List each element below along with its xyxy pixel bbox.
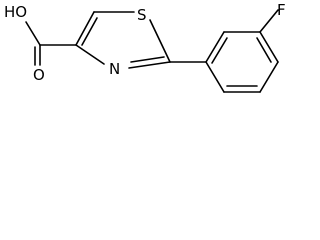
- ring-nitrogen-label: N: [109, 60, 120, 78]
- bond-c-oh: [25, 21, 41, 46]
- bond-s-c2: [149, 19, 171, 63]
- ring-sulfur-label: S: [137, 6, 147, 24]
- bond-ar-6: [205, 61, 225, 93]
- thiazole-ring: S N: [75, 6, 171, 78]
- fluorophenyl-ring: F: [205, 1, 286, 93]
- bond-ar-1-double: [211, 37, 228, 64]
- bond-ar-1: [205, 31, 225, 63]
- bond-ar-3-double: [256, 37, 272, 63]
- bond-c-f: [259, 9, 279, 33]
- carboxylic-acid-group: HO O: [4, 3, 77, 84]
- bond-c4-c5: [75, 11, 95, 46]
- bond-c2-n: [128, 61, 171, 69]
- chemical-structure-diagram: HO O S N F: [4, 1, 286, 93]
- bond-c2-n-double: [130, 56, 165, 63]
- bond-ar-3: [259, 31, 279, 63]
- bond-c4-c5-double: [81, 17, 98, 46]
- bond-n-c4: [75, 44, 105, 65]
- carbonyl-oxygen-label: O: [33, 66, 45, 84]
- bond-ar-4: [259, 61, 279, 93]
- fluorine-label: F: [277, 1, 286, 19]
- hydroxyl-label: HO: [4, 3, 27, 21]
